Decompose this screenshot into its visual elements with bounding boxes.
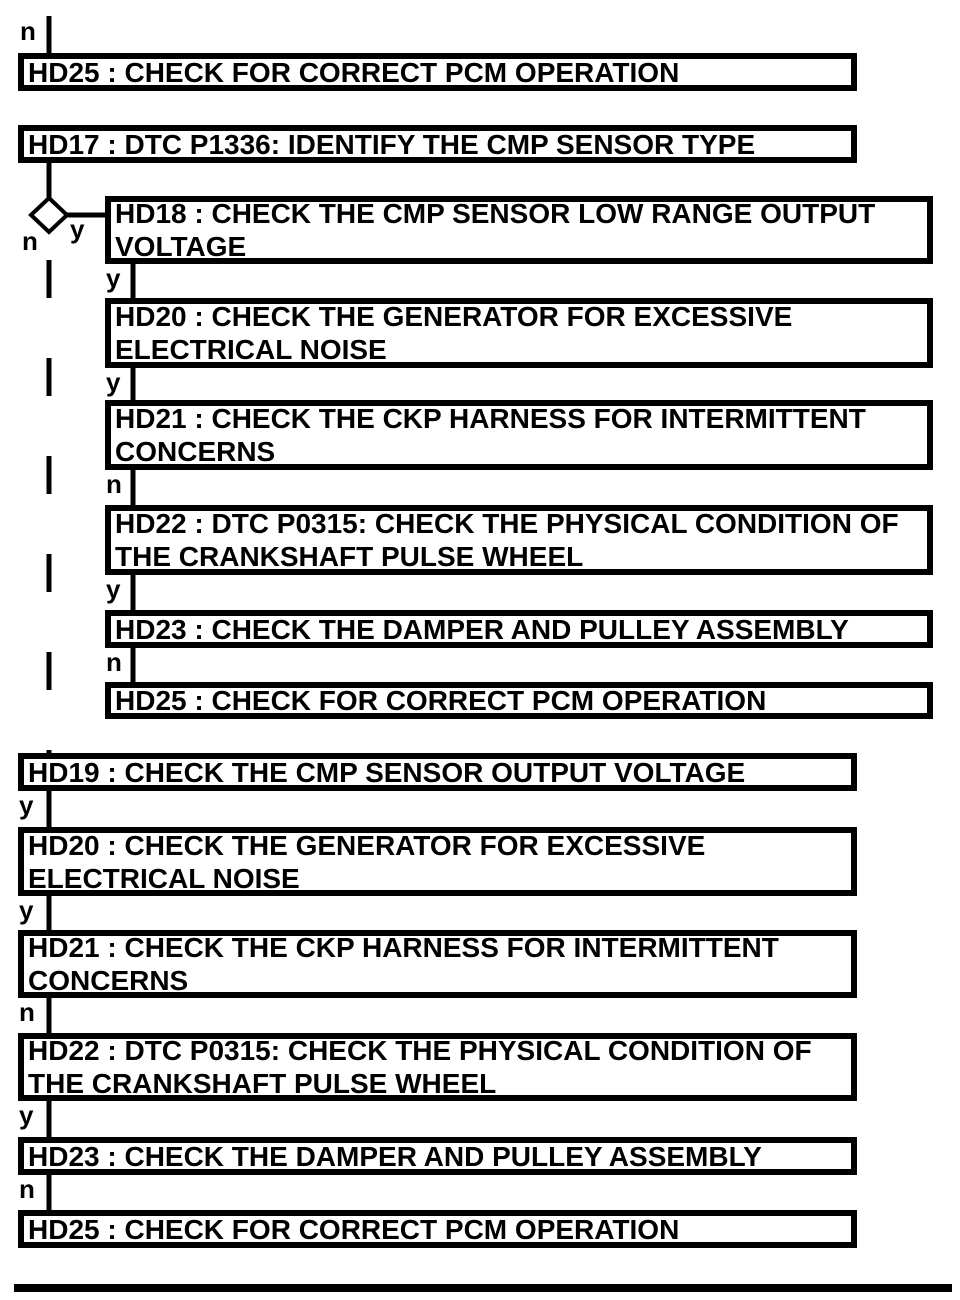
branch-label-n-hd21b: n (19, 997, 35, 1027)
node-label: HD25 : CHECK FOR CORRECT PCM OPERATION (28, 1213, 680, 1245)
node-label: HD17 : DTC P1336: IDENTIFY THE CMP SENSO… (28, 128, 756, 160)
branch-label-n-hd23a: n (106, 647, 122, 677)
node-label: VOLTAGE (115, 231, 247, 262)
flow-node-hd23-indented: HD23 : CHECK THE DAMPER AND PULLEY ASSEM… (105, 610, 933, 648)
flow-node-hd21: HD21 : CHECK THE CKP HARNESS FOR INTERMI… (18, 930, 857, 998)
flow-node-hd17: HD17 : DTC P1336: IDENTIFY THE CMP SENSO… (18, 125, 857, 163)
flow-node-hd22: HD22 : DTC P0315: CHECK THE PHYSICAL CON… (18, 1033, 857, 1101)
flow-node-hd19: HD19 : CHECK THE CMP SENSOR OUTPUT VOLTA… (18, 753, 857, 791)
node-label: HD18 : CHECK THE CMP SENSOR LOW RANGE OU… (115, 198, 876, 229)
flow-node-hd25-indented: HD25 : CHECK FOR CORRECT PCM OPERATION (105, 682, 933, 719)
node-label: HD21 : CHECK THE CKP HARNESS FOR INTERMI… (28, 932, 779, 963)
node-label: HD25 : CHECK FOR CORRECT PCM OPERATION (28, 56, 680, 88)
node-label: HD25 : CHECK FOR CORRECT PCM OPERATION (115, 685, 767, 716)
branch-label-n-hd23b: n (19, 1174, 35, 1204)
node-label: HD23 : CHECK THE DAMPER AND PULLEY ASSEM… (115, 613, 849, 645)
branch-label-y-hd20a: y (106, 367, 121, 397)
branch-label-y-hd20b: y (19, 895, 34, 925)
decision-diamond (28, 195, 70, 235)
flow-node-hd18: HD18 : CHECK THE CMP SENSOR LOW RANGE OU… (105, 196, 933, 264)
node-label: THE CRANKSHAFT PULSE WHEEL (28, 1068, 497, 1099)
bottom-separator-rule (14, 1284, 952, 1292)
branch-label-n-hd21a: n (106, 469, 122, 499)
node-label: ELECTRICAL NOISE (28, 862, 300, 894)
node-label: HD22 : DTC P0315: CHECK THE PHYSICAL CON… (115, 508, 899, 539)
branch-label-y-hd22b: y (19, 1100, 34, 1130)
branch-label-y-hd18: y (106, 263, 121, 293)
node-label: HD20 : CHECK THE GENERATOR FOR EXCESSIVE (28, 829, 706, 861)
branch-label-n-top: n (20, 16, 36, 46)
flow-node-hd20-indented: HD20 : CHECK THE GENERATOR FOR EXCESSIVE… (105, 298, 933, 368)
node-label: ELECTRICAL NOISE (115, 334, 387, 365)
flow-node-hd25-top: HD25 : CHECK FOR CORRECT PCM OPERATION (18, 53, 857, 91)
node-label: HD20 : CHECK THE GENERATOR FOR EXCESSIVE (115, 301, 793, 332)
flow-node-hd20: HD20 : CHECK THE GENERATOR FOR EXCESSIVE… (18, 827, 857, 896)
node-label: HD22 : DTC P0315: CHECK THE PHYSICAL CON… (28, 1035, 812, 1066)
flow-node-hd23: HD23 : CHECK THE DAMPER AND PULLEY ASSEM… (18, 1137, 857, 1175)
node-label: THE CRANKSHAFT PULSE WHEEL (115, 541, 584, 572)
branch-label-n-diamond: n (22, 226, 38, 256)
node-label: CONCERNS (115, 436, 276, 467)
node-label: HD21 : CHECK THE CKP HARNESS FOR INTERMI… (115, 403, 866, 434)
node-label: HD23 : CHECK THE DAMPER AND PULLEY ASSEM… (28, 1140, 762, 1172)
flow-node-hd25-bottom: HD25 : CHECK FOR CORRECT PCM OPERATION (18, 1210, 857, 1248)
node-label: CONCERNS (28, 965, 189, 996)
node-label: HD19 : CHECK THE CMP SENSOR OUTPUT VOLTA… (28, 756, 746, 788)
flow-node-hd21-indented: HD21 : CHECK THE CKP HARNESS FOR INTERMI… (105, 400, 933, 470)
flow-node-hd22-indented: HD22 : DTC P0315: CHECK THE PHYSICAL CON… (105, 505, 933, 575)
branch-label-y-hd19: y (19, 790, 34, 820)
branch-label-y-diamond: y (70, 214, 85, 244)
branch-label-y-hd22a: y (106, 574, 121, 604)
